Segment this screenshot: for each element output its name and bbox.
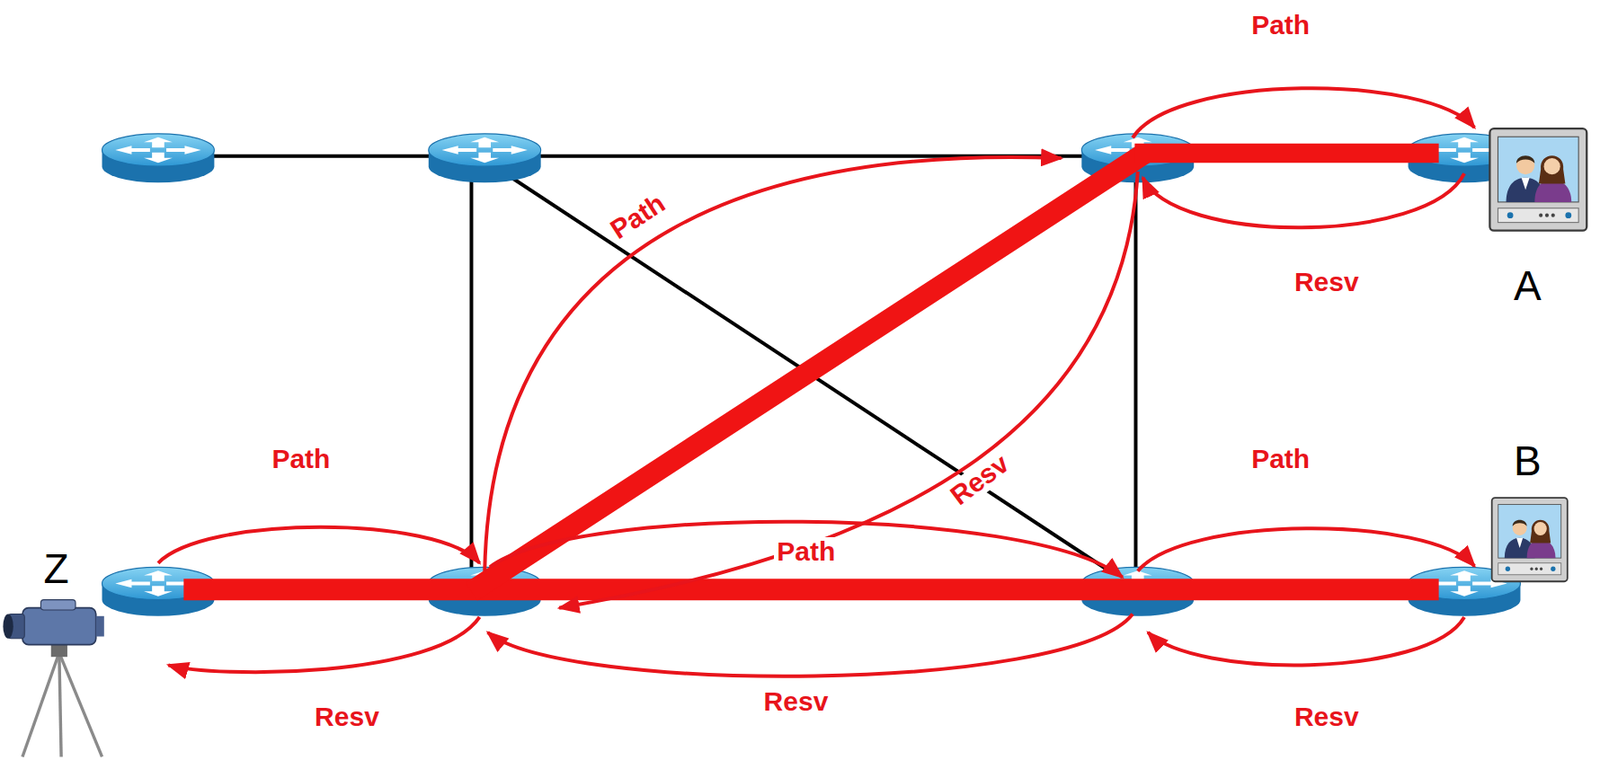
link-line	[158, 587, 1465, 592]
path-arc	[158, 527, 480, 564]
message-label: Path	[603, 186, 673, 247]
router-symbol	[102, 133, 215, 183]
signal-arcs	[158, 88, 1475, 677]
message-label: Resv	[1291, 267, 1362, 297]
message-label: Path	[773, 537, 838, 567]
resv-arc	[1147, 617, 1465, 666]
link-line	[469, 156, 473, 590]
path-arc	[1132, 88, 1475, 138]
monitor-icon	[1492, 497, 1568, 582]
host-label: Z	[43, 548, 69, 590]
host-label: A	[1513, 265, 1542, 307]
reservation-line	[1134, 143, 1439, 164]
router-symbol	[428, 133, 542, 183]
resv-arc	[559, 171, 1138, 609]
message-label: Resv	[1291, 702, 1362, 732]
host-label: B	[1513, 440, 1542, 482]
path-arc	[484, 157, 1061, 572]
resv-arc	[1142, 173, 1465, 228]
message-label: Path	[1248, 10, 1313, 40]
message-label: Path	[268, 444, 333, 474]
path-arc	[1137, 528, 1476, 572]
message-label: Resv	[761, 687, 832, 717]
message-label: Resv	[942, 446, 1016, 512]
monitor-icon	[1489, 128, 1587, 232]
reserved-path	[183, 152, 1439, 592]
link-line	[1133, 156, 1138, 590]
receivers	[1489, 128, 1587, 582]
routers	[102, 133, 1521, 617]
message-label: Path	[1248, 444, 1313, 474]
message-label: Resv	[311, 702, 383, 732]
path-arc	[489, 522, 1123, 578]
reservation-line	[183, 578, 1439, 601]
reservation-line	[471, 152, 1145, 592]
resv-arc	[168, 617, 480, 673]
resv-arc	[488, 614, 1133, 677]
camera-icon	[2, 600, 104, 758]
